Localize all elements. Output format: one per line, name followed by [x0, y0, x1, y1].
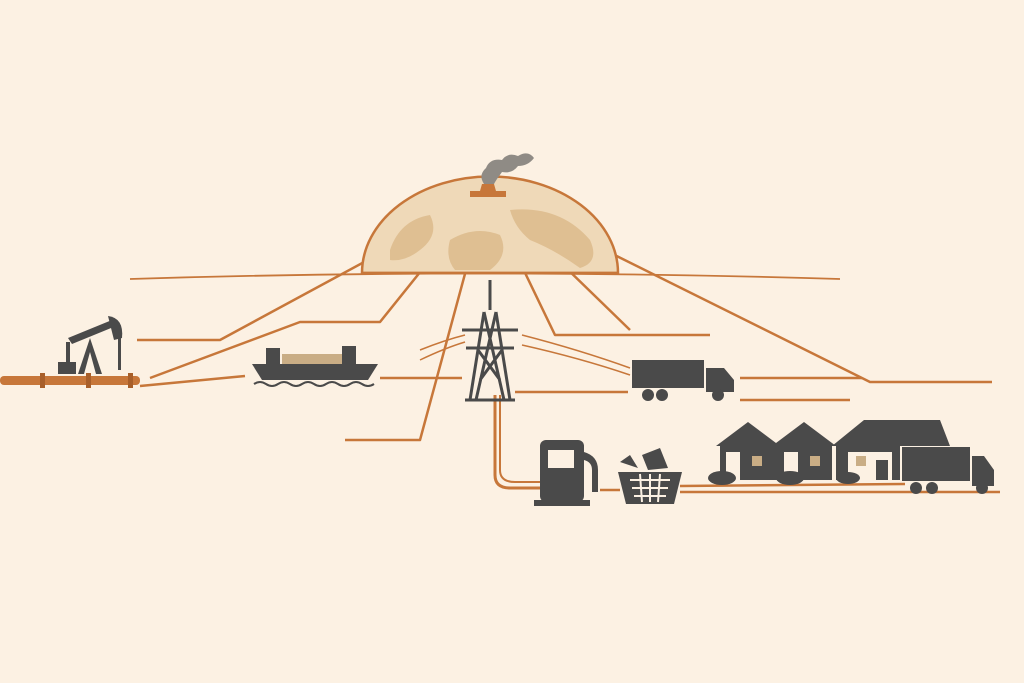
connection-lines — [129, 193, 1000, 494]
oil-pumpjack-icon — [58, 316, 123, 374]
houses-icon — [708, 420, 950, 485]
fuel-pump-icon — [534, 440, 598, 506]
power-pylon-icon — [462, 280, 518, 402]
cargo-ship-icon — [252, 346, 378, 387]
pipeline-icon — [0, 373, 140, 388]
truck-icon — [902, 447, 994, 494]
globe-icon — [360, 175, 620, 275]
delivery-truck-icon — [632, 360, 734, 401]
shopping-basket-icon — [618, 448, 682, 504]
smokestack-icon — [470, 153, 534, 197]
